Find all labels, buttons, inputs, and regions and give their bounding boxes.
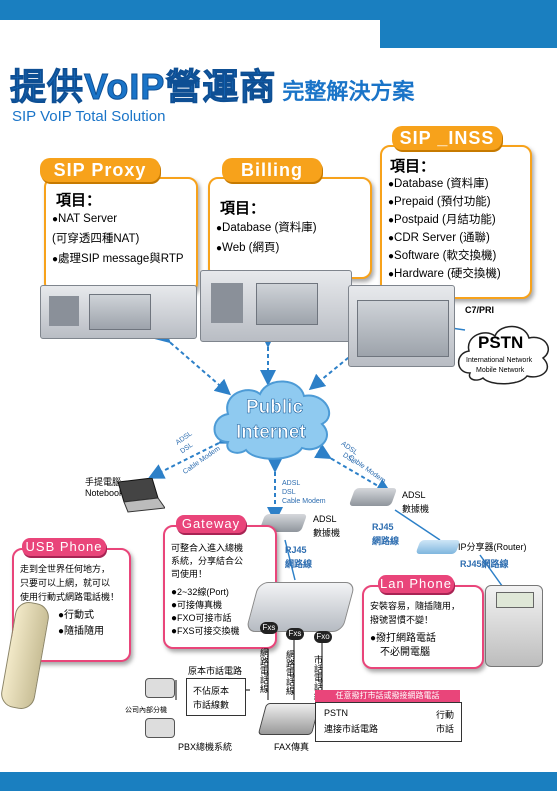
notebook-label-1: 手提電腦 [85, 477, 122, 487]
router-modem-label1: ADSL [402, 490, 426, 500]
title-sub: 完整解決方案 [282, 79, 415, 104]
pstn-banner: 任意撥打市話或撥接網路電話 [315, 690, 460, 702]
sip-inss-item-3: ●Postpaid (月結功能) [388, 214, 496, 226]
gateway-item-4: ●FXS可接交換機 [171, 626, 240, 637]
sip-inss-server-icon [348, 285, 455, 367]
lan-desc-1: 安裝容易，隨插隨用， [370, 601, 461, 611]
top-accent-bar [0, 0, 557, 20]
sip-proxy-server-icon [40, 285, 197, 339]
fax-icon [257, 703, 321, 735]
pstn-bottom-line2: 連接市話電路 [324, 724, 379, 734]
billing-tag: Billing [222, 158, 322, 182]
pstn-line1: International Network [466, 357, 533, 364]
port-line-3: 市話電話線 [313, 655, 323, 700]
page-subtitle: SIP VoIP Total Solution [12, 108, 166, 125]
router-icon [415, 540, 461, 554]
internet-line1: Public [246, 397, 304, 419]
lan-phone-tag: Lan Phone [378, 575, 454, 593]
sip-inss-item-1: ●Database (資料庫) [388, 178, 489, 190]
sip-proxy-heading: 項目： [56, 192, 102, 209]
gateway-desc-2: 系統，分享結合公 [171, 556, 244, 566]
sip-inss-item-4: ●CDR Server (通聯) [388, 232, 490, 244]
title-main: 提供VoIP營運商 [9, 66, 277, 108]
lan-item-2: 不必開電腦 [380, 647, 430, 658]
pbx-box: 不佔原本 市話線數 [186, 678, 246, 716]
sip-inss-panel: 項目： ●Database (資料庫) ●Prepaid (預付功能) ●Pos… [380, 145, 532, 299]
gateway-desc-1: 可整合入進入總機 [171, 543, 244, 553]
pstn-title: PSTN [478, 333, 524, 352]
sip-proxy-item-2: (可穿透四種NAT) [52, 233, 140, 245]
c7-pri-label: C7/PRI [465, 305, 495, 315]
gateway-link-1: ADSL [282, 480, 301, 487]
sip-inss-item-6: ●Hardware (硬交換機) [388, 268, 501, 280]
gateway-tag: Gateway [176, 515, 246, 533]
port-line-2: 網路電話線 [285, 650, 295, 695]
lan-desc-2: 撥號習慣不變！ [370, 615, 434, 625]
billing-item-2: ●Web (網頁) [216, 242, 280, 254]
sip-inss-tag: SIP _INSS [392, 126, 502, 150]
internet-line2: Internet [236, 422, 306, 444]
pstn-bottom-line1: PSTN [324, 708, 349, 718]
fax-label: FAX傳真 [274, 742, 310, 752]
pstn-bottom-box: PSTN 連接市話電路 行動 市話 [315, 702, 462, 742]
usb-desc-2: 只要可以上網，就可以 [20, 578, 111, 588]
usb-phone-tag: USB Phone [22, 538, 106, 556]
internet-cloud-icon [213, 380, 331, 460]
pbx-phone-icon-2 [145, 718, 175, 738]
sip-proxy-panel: 項目： ●NAT Server (可穿透四種NAT) ●處理SIP messag… [44, 177, 198, 293]
billing-panel: 項目： ●Database (資料庫) ●Web (網頁) [208, 177, 372, 279]
lan-item-1: ●撥打網路電話 [370, 633, 437, 644]
router-label: IP分享器(Router) [458, 542, 527, 552]
gateway-item-2: ●可接傳真機 [171, 600, 223, 611]
router-modem-label2: 數據機 [402, 504, 430, 514]
pbx-bottom-label: PBX總機系統 [178, 742, 233, 752]
billing-heading: 項目： [220, 200, 266, 217]
sip-proxy-tag: SIP Proxy [40, 158, 160, 182]
router-rj45-label: RJ45網路線 [460, 559, 509, 569]
gateway-modem-label2: 數據機 [313, 528, 341, 538]
gateway-item-3: ●FXO可接市話 [171, 613, 232, 624]
port-fxs-2: Fxs [286, 628, 304, 640]
router-rj45-1: RJ45 [372, 522, 394, 532]
billing-item-1: ●Database (資料庫) [216, 222, 317, 234]
sip-inss-item-2: ●Prepaid (預付功能) [388, 196, 491, 208]
gateway-rj45-2: 網路線 [285, 559, 313, 569]
usb-desc-3: 使用行動式網路電話機！ [20, 592, 120, 602]
page-title: 提供VoIP營運商完整解決方案 [9, 58, 415, 110]
pstn-mobile-1: 行動 [436, 710, 455, 720]
pstn-mobile-2: 市話 [436, 724, 455, 734]
pbx-top-label: 原本市話電路 [188, 666, 243, 676]
pbx-phone-icon-1 [145, 678, 175, 698]
sip-inss-item-5: ●Software (軟交換機) [388, 250, 497, 262]
usb-item-2: ●隨插隨用 [58, 626, 105, 637]
sip-proxy-item-3: ●處理SIP message與RTP [52, 253, 184, 265]
usb-desc-1: 走到全世界任何地方， [20, 564, 111, 574]
usb-item-1: ●行動式 [58, 610, 95, 621]
pbx-box-line1: 不佔原本 [193, 686, 230, 696]
bottom-accent-bar [0, 772, 557, 791]
gateway-modem-label1: ADSL [313, 514, 337, 524]
billing-server-icon [200, 270, 352, 342]
pbx-box-line2: 市話線數 [193, 700, 230, 710]
gateway-link-3: Cable Modem [282, 498, 326, 505]
router-rj45-2: 網路線 [372, 536, 400, 546]
pstn-cloud-icon [457, 325, 549, 385]
top-accent-tab [380, 20, 557, 48]
pbx-side-label: 公司內部分機 [125, 707, 167, 714]
port-line-1: 網路電話線 [259, 648, 269, 693]
sip-proxy-item-1: ●NAT Server [52, 213, 118, 225]
gateway-link-2: DSL [282, 489, 296, 496]
lan-phone-icon [485, 585, 543, 667]
gateway-desc-3: 司使用！ [171, 569, 208, 579]
notebook-icon [117, 478, 165, 513]
sip-inss-heading: 項目： [390, 158, 436, 175]
port-fxo: Fxo [314, 631, 332, 643]
gateway-rj45-1: RJ45 [285, 545, 307, 555]
lan-phone-panel: 安裝容易，隨插隨用， 撥號習慣不變！ ●撥打網路電話 不必開電腦 [362, 585, 484, 669]
gateway-item-1: ●2~32線(Port) [171, 587, 229, 598]
router-modem-icon [348, 488, 398, 506]
notebook-label-2: Notebook [85, 488, 124, 498]
port-fxs-1: Fxs [260, 622, 278, 634]
pstn-line2: Mobile Network [476, 367, 525, 374]
